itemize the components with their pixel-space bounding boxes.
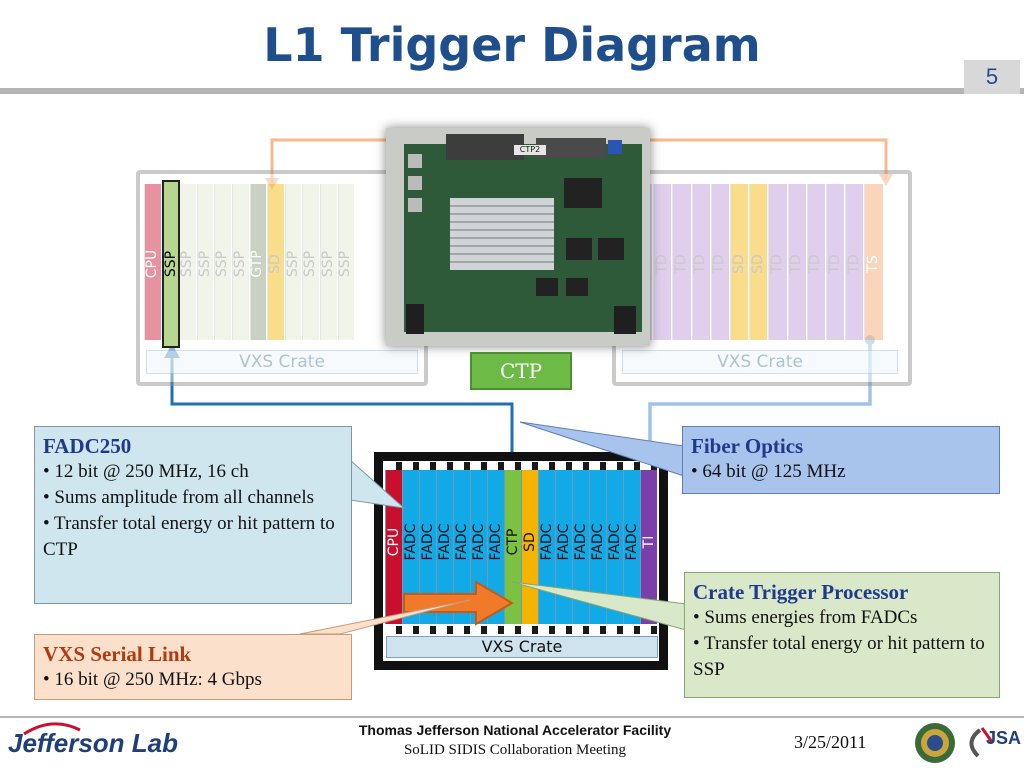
top-right-crate-slot <box>749 184 768 340</box>
top-left-crate-label: VXS Crate <box>146 350 418 374</box>
fadc250-bullet: • Sums amplitude from all channels <box>43 487 315 508</box>
fadc250-title: FADC250 <box>43 434 132 458</box>
bottom-crate-slot <box>572 470 589 624</box>
crate-trigger-processor-bullet: • Sums energies from FADCs <box>693 607 918 628</box>
top-right-crate-slot <box>710 184 729 340</box>
vxs-serial-link-callout: VXS Serial Link • 16 bit @ 250 MHz: 4 Gb… <box>34 634 352 700</box>
top-left-crate <box>136 170 428 386</box>
top-right-crate-label: VXS Crate <box>622 350 898 374</box>
crate-trigger-processor-callout: Crate Trigger Processor • Sums energies … <box>684 572 1000 698</box>
top-left-crate-slot <box>284 184 302 340</box>
top-right-crate-slot <box>826 184 845 340</box>
bottom-crate-slot <box>385 470 402 624</box>
ctp2-board-photo: CTP2 <box>386 128 650 346</box>
bottom-crate-slot <box>436 470 453 624</box>
bottom-crate-slot <box>402 470 419 624</box>
doe-seal-icon <box>915 723 955 763</box>
bottom-crate-slot <box>504 470 521 624</box>
top-left-crate-slot <box>302 184 319 340</box>
fiber-optics-callout: Fiber Optics • 64 bit @ 125 MHz <box>682 426 1000 494</box>
top-right-crate-slot <box>672 184 691 340</box>
top-left-crate-slot <box>144 184 161 340</box>
top-left-crate-slot <box>232 184 249 340</box>
jsa-swirl-icon <box>969 727 994 758</box>
top-right-crate <box>612 170 912 386</box>
top-right-crate-slot <box>864 184 883 340</box>
top-left-crate-slot <box>267 184 284 340</box>
jsa-logo-text: JSA <box>986 728 1022 748</box>
fadc250-bullet: • 12 bit @ 250 MHz, 16 ch <box>43 461 249 482</box>
title-divider <box>0 88 1024 94</box>
bottom-crate-slot <box>487 470 504 624</box>
bottom-crate-slot <box>419 470 436 624</box>
bottom-crate-slot <box>555 470 572 624</box>
footer-meeting: SoLID SIDIS Collaboration Meeting <box>403 742 627 758</box>
top-right-crate-slot <box>845 184 864 340</box>
ssp-highlight-slot <box>162 180 180 348</box>
top-right-crate-slot <box>787 184 806 340</box>
crate-trigger-processor-bullet: • Transfer total energy or hit pattern t… <box>693 633 985 680</box>
fiber-optics-bullet: • 64 bit @ 125 MHz <box>691 461 846 482</box>
top-right-crate-slot <box>768 184 787 340</box>
top-right-crate-slot <box>730 184 749 340</box>
jsa-logo: JSA <box>962 724 1022 762</box>
vxs-serial-link-title: VXS Serial Link <box>43 642 192 666</box>
bottom-crate-slot <box>589 470 606 624</box>
footer-organization: Thomas Jefferson National Accelerator Fa… <box>358 722 672 738</box>
fiber-optics-title: Fiber Optics <box>691 434 804 458</box>
slide-number-box <box>964 60 1020 94</box>
ctp2-board-tag: CTP2 <box>519 145 541 154</box>
top-right-crate-slot <box>653 184 672 340</box>
slide-number: 5 <box>985 64 999 89</box>
crate-trigger-processor-title: Crate Trigger Processor <box>693 580 909 604</box>
bottom-crate-slot <box>640 470 657 624</box>
vxs-serial-link-bullet: • 16 bit @ 250 MHz: 4 Gbps <box>43 669 262 690</box>
ctp-label: CTP <box>470 352 572 390</box>
top-right-crate-slot <box>806 184 825 340</box>
bottom-crate-bottom-rail <box>385 626 657 634</box>
fadc250-bullet: • Transfer total energy or hit pattern t… <box>43 513 335 560</box>
top-left-crate-slot <box>337 184 355 340</box>
footer-date: 3/25/2011 <box>794 732 867 752</box>
top-left-crate-slot <box>249 184 267 340</box>
bottom-crate-slot <box>606 470 623 624</box>
bottom-crate-slot <box>623 470 640 624</box>
bottom-crate-label: VXS Crate <box>386 636 658 658</box>
jefferson-lab-swoosh-icon <box>23 722 81 736</box>
top-right-crate-slot <box>691 184 710 340</box>
top-left-crate-slot <box>196 184 214 340</box>
fadc250-callout: FADC250 • 12 bit @ 250 MHz, 16 ch • Sums… <box>34 426 352 604</box>
footer-divider <box>0 716 1024 718</box>
top-left-crate-slot <box>214 184 231 340</box>
top-left-crate-slot <box>320 184 337 340</box>
bottom-crate-slot <box>453 470 470 624</box>
bottom-crate-top-rail <box>385 462 657 470</box>
slide-title: L1 Trigger Diagram <box>263 18 761 72</box>
jefferson-lab-logo: Jefferson Lab <box>8 728 179 758</box>
ctp2-board-image <box>386 128 650 346</box>
